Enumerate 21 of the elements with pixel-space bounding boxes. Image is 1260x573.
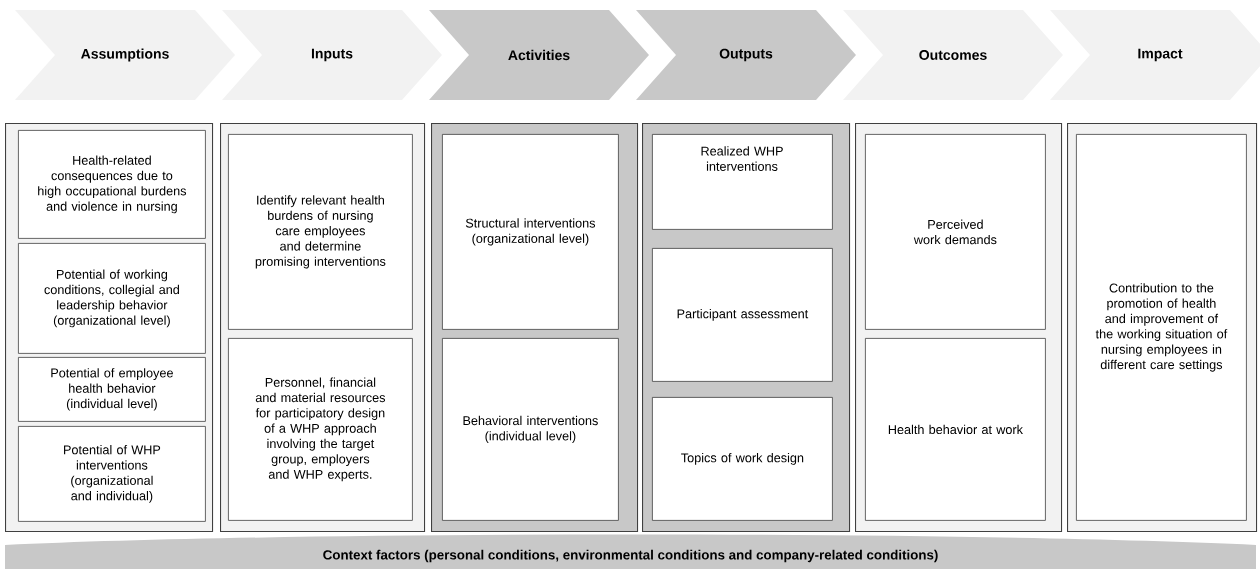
text-box: Identify relevant health burdens of nursing care employees and determine promising interventions	[228, 134, 413, 330]
text-box: Participant assessment	[652, 248, 833, 382]
text-box: Potential of employee health behavior (individual level)	[18, 357, 206, 422]
text-box: Potential of working conditions, collegial and leadership behavior (organizational level)	[18, 243, 206, 354]
text-box: Structural interventions (organizational level)	[442, 134, 619, 330]
stage-header: Outcomes	[843, 10, 1063, 100]
text-box: Contribution to the promotion of health and improvement of the working situation of nursing employees in different care settings	[1076, 134, 1247, 521]
text-box: Perceived work demands	[865, 134, 1046, 330]
context-band: Context factors (personal conditions, environmental conditions and company-related conditions)	[5, 534, 1256, 569]
text-box: Health-related consequences due to high occupational burdens and violence in nursing	[18, 130, 206, 239]
stage-header: Assumptions	[15, 10, 235, 100]
stage-header: Inputs	[222, 10, 442, 100]
stage-header: Activities	[429, 10, 649, 100]
text-box: Personnel, financial and material resources for participatory design of a WHP approach involving the target group, employers and WHP experts.	[228, 338, 413, 521]
stage-header: Impact	[1050, 10, 1260, 100]
text-box: Topics of work design	[652, 397, 833, 521]
text-box: Potential of WHP interventions (organizational and individual)	[18, 426, 206, 522]
text-box: Behavioral interventions (individual level)	[442, 338, 619, 521]
text-box: Realized WHP interventions	[652, 134, 833, 230]
text-box: Health behavior at work	[865, 338, 1046, 521]
stage-header: Outputs	[636, 10, 856, 100]
